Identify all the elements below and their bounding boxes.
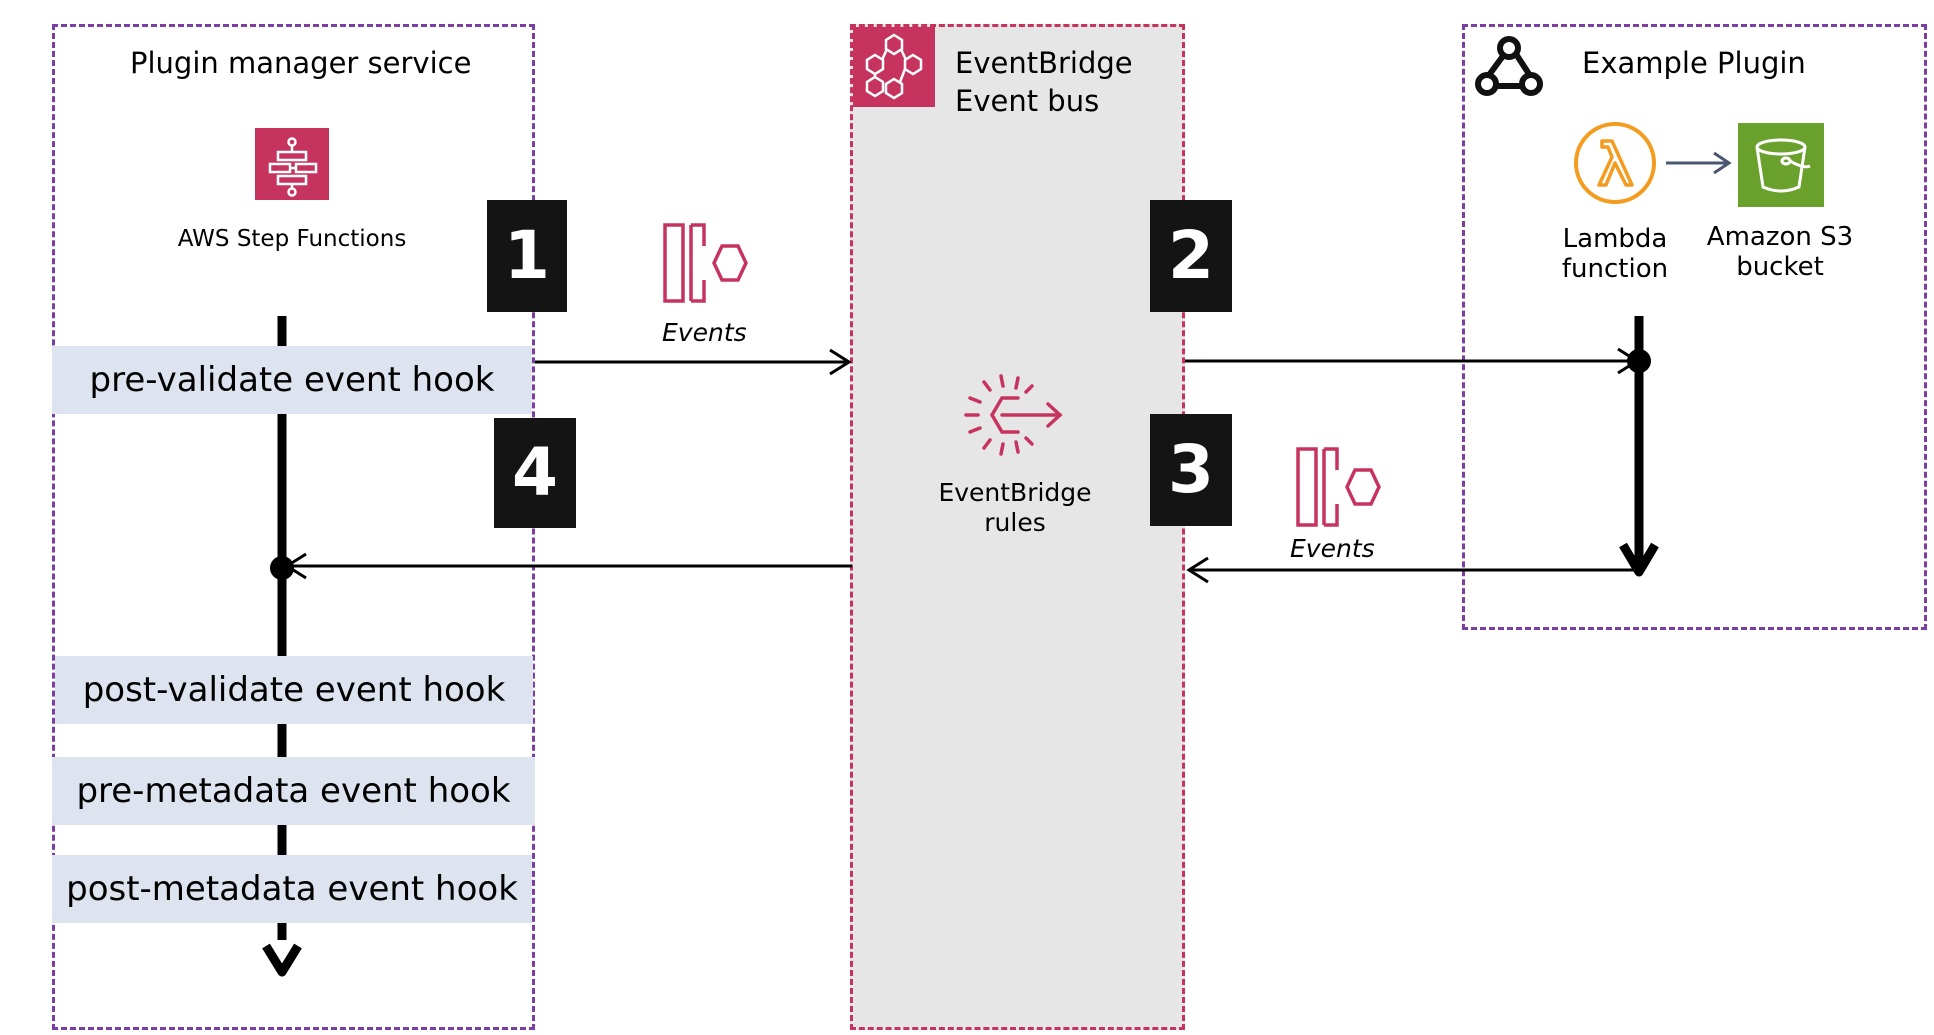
plugin-flow-arrowhead bbox=[262, 943, 302, 977]
eventbridge-rules-icon bbox=[962, 372, 1068, 458]
eventbridge-rules-line1: EventBridge bbox=[938, 478, 1092, 507]
s3-label-line2: bucket bbox=[1736, 252, 1824, 282]
lambda-icon bbox=[1572, 120, 1658, 206]
s3-label-line1: Amazon S3 bbox=[1706, 222, 1854, 252]
webhook-icon bbox=[1474, 34, 1544, 100]
example-plugin-frame bbox=[1462, 24, 1927, 630]
plugin-join-dot bbox=[270, 556, 294, 580]
eventbridge-bus-icon bbox=[853, 27, 935, 107]
lambda-join-dot bbox=[1627, 349, 1651, 373]
example-plugin-title: Example Plugin bbox=[1582, 46, 1806, 80]
step-functions-label: AWS Step Functions bbox=[177, 226, 407, 252]
hook-pre-metadata: pre-metadata event hook bbox=[52, 757, 535, 825]
step-2-badge: 2 bbox=[1150, 200, 1232, 312]
events-label-1: Events bbox=[662, 318, 747, 347]
s3-bucket-icon bbox=[1738, 123, 1824, 207]
step-functions-icon bbox=[255, 128, 329, 200]
hook-pre-validate: pre-validate event hook bbox=[52, 346, 532, 414]
step-1-badge: 1 bbox=[487, 200, 567, 312]
lambda-label-line2: function bbox=[1561, 254, 1669, 284]
event-bus-frame bbox=[850, 24, 1185, 1030]
event-bus-title-line1: EventBridge bbox=[955, 46, 1133, 80]
events-icon bbox=[662, 222, 748, 304]
step-4-badge: 4 bbox=[494, 418, 576, 528]
event-bus-title-line2: Event bus bbox=[955, 84, 1100, 118]
step-3-badge: 3 bbox=[1150, 414, 1232, 526]
plugin-manager-title: Plugin manager service bbox=[130, 46, 472, 80]
hook-post-validate: post-validate event hook bbox=[55, 656, 533, 724]
lambda-label-line1: Lambda bbox=[1562, 224, 1668, 254]
eventbridge-rules-line2: rules bbox=[984, 508, 1046, 537]
hook-post-metadata: post-metadata event hook bbox=[52, 855, 532, 923]
events-label-2: Events bbox=[1290, 534, 1375, 563]
events-icon bbox=[1295, 446, 1381, 528]
lambda-flow-arrowhead bbox=[1619, 542, 1659, 577]
